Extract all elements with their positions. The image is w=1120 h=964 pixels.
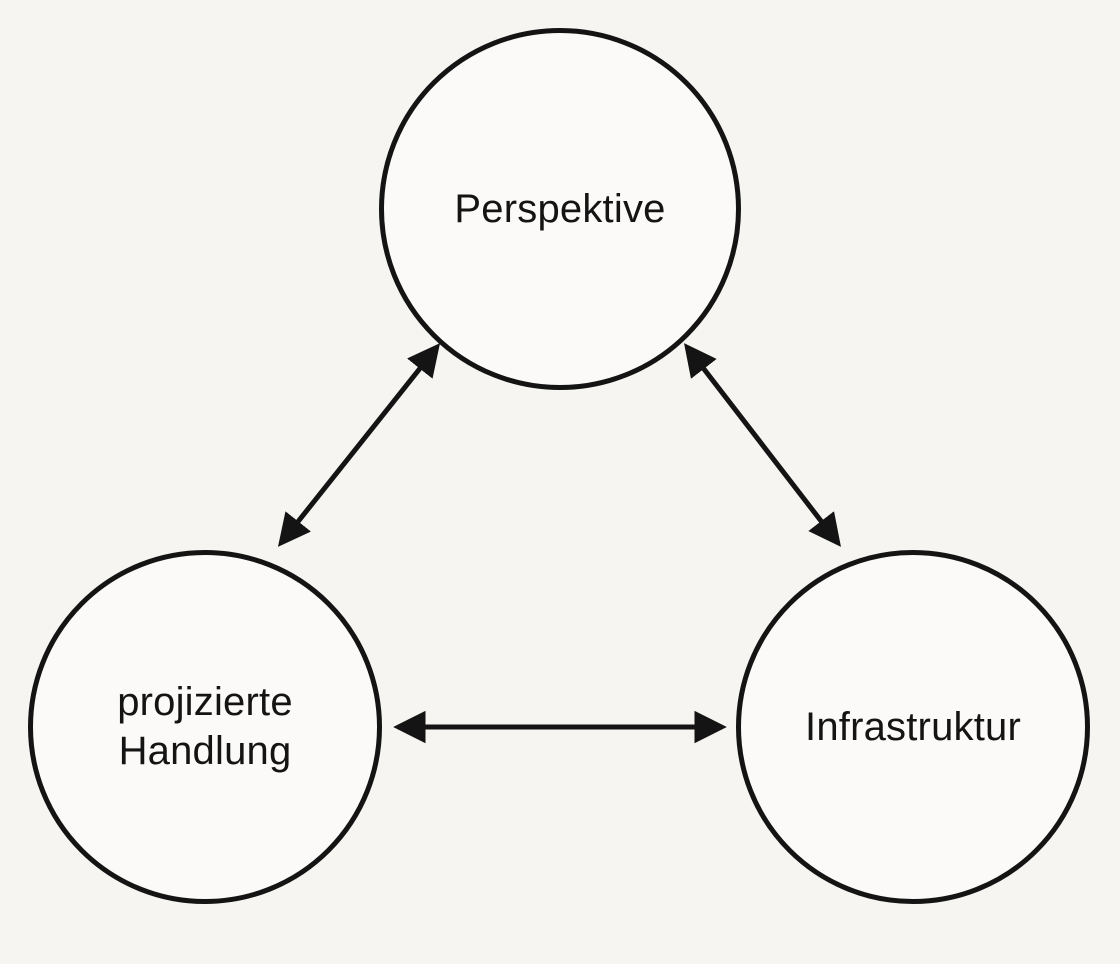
node-perspektive-label: Perspektive	[454, 186, 666, 231]
node-projizierte-handlung: projizierte Handlung	[28, 550, 382, 904]
edge-perspektive-infrastruktur-arrow	[684, 343, 841, 547]
node-infrastruktur-label: Infrastruktur	[805, 704, 1021, 749]
node-infrastruktur: Infrastruktur	[736, 550, 1090, 904]
node-perspektive: Perspektive	[379, 28, 741, 390]
node-projizierte-handlung-label: projizierte Handlung	[117, 680, 293, 773]
edge-perspektive-projizierte-handlung-arrow	[277, 343, 441, 547]
